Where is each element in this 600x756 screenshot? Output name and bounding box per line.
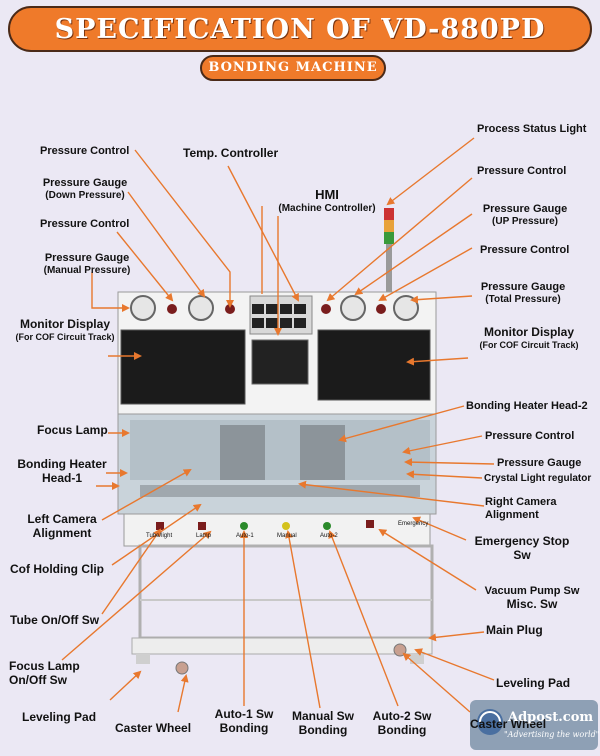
hmi-screen — [251, 339, 309, 385]
label-focus-lamp: Focus Lamp — [37, 423, 108, 437]
label-tube-switch: Tube On/Off Sw — [10, 613, 100, 627]
gauge-3 — [340, 295, 366, 321]
label-process-status-light: Process Status Light — [477, 123, 587, 135]
watermark-logo — [470, 700, 598, 750]
panel-label-manual: Manual — [277, 533, 297, 539]
right-monitor-screen — [317, 329, 431, 401]
label-pressure-gauge-manual-title: Pressure Gauge — [44, 252, 130, 264]
label-monitor-display-left: Monitor Display (For COF Circuit Track) — [6, 317, 124, 342]
label-pressure-control-1: Pressure Control — [40, 145, 130, 157]
label-caster-wheel-right: Caster Wheel — [470, 717, 547, 731]
label-hmi-sub: (Machine Controller) — [278, 202, 376, 214]
panel-label-emergency: Emergency — [398, 521, 429, 527]
subtitle-banner: BONDING MACHINE — [200, 55, 386, 81]
label-pressure-gauge-manual-sub: (Manual Pressure) — [43, 264, 131, 276]
label-vacuum-misc: Vacuum Pump Sw Misc. Sw — [477, 585, 587, 611]
label-misc-sw: Misc. Sw — [506, 596, 558, 611]
label-left-camera-alignment: Left Camera Alignment — [27, 512, 97, 540]
label-bonding-heater-head-2: Bonding Heater Head-2 — [466, 400, 588, 412]
label-pressure-gauge-up-title: Pressure Gauge — [482, 203, 568, 215]
label-manual-bonding: Manual Sw Bonding — [291, 709, 354, 737]
label-auto1-bonding: Auto-1 Sw Bonding — [214, 707, 274, 735]
label-cof-holding-clip: Cof Holding Clip — [10, 562, 104, 576]
label-pressure-gauge-up-sub: (UP Pressure) — [492, 215, 558, 227]
machine-body — [117, 208, 437, 675]
label-bonding-heater-head-1: Bonding Heater Head-1 — [17, 457, 107, 485]
label-hmi-title: HMI — [315, 187, 339, 202]
label-pressure-gauge-total-title: Pressure Gauge — [480, 281, 566, 293]
label-pressure-gauge-total-sub: (Total Pressure) — [485, 293, 561, 305]
watermark-name: Adpost.com — [508, 710, 594, 725]
gauge-2 — [188, 295, 214, 321]
label-pressure-control-r1: Pressure Control — [477, 165, 567, 177]
watermark-tagline: "Advertising the world" — [504, 730, 600, 739]
page-subtitle: BONDING MACHINE — [208, 60, 378, 75]
panel-label-auto1: Auto-1 — [236, 533, 254, 539]
label-pressure-control-2: Pressure Control — [40, 218, 130, 230]
label-pressure-gauge-manual: Pressure Gauge (Manual Pressure) — [40, 252, 134, 276]
label-monitor-display-left-title: Monitor Display — [19, 317, 110, 331]
panel-label-tube: Tube/light — [146, 533, 173, 539]
label-monitor-display-left-sub: (For COF Circuit Track) — [15, 331, 115, 342]
label-focus-lamp-switch: Focus Lamp On/Off Sw — [9, 659, 80, 687]
label-auto2-bonding: Auto-2 Sw Bonding — [372, 709, 432, 737]
label-monitor-display-right-title: Monitor Display — [483, 325, 574, 339]
panel-label-auto2: Auto-2 — [320, 533, 338, 539]
page-title: SPECIFICATION OF VD-880PD — [54, 14, 546, 45]
label-pressure-gauge-down-title: Pressure Gauge — [42, 177, 128, 189]
label-emergency-stop: Emergency Stop Sw — [474, 534, 570, 562]
label-pressure-gauge-down-sub: (Down Pressure) — [45, 189, 125, 201]
label-leveling-pad-right: Leveling Pad — [496, 676, 571, 690]
callout-arrows — [61, 137, 495, 713]
gauge-1 — [130, 295, 156, 321]
panel-label-lamp: Lamp — [196, 533, 212, 539]
label-monitor-display-right: Monitor Display (For COF Circuit Track) — [470, 325, 588, 350]
label-pressure-gauge-total: Pressure Gauge (Total Pressure) — [474, 281, 572, 305]
label-hmi: HMI (Machine Controller) — [272, 187, 382, 214]
label-caster-wheel-left: Caster Wheel — [115, 721, 192, 735]
label-pressure-control-r2: Pressure Control — [480, 244, 570, 256]
title-banner: SPECIFICATION OF VD-880PD — [8, 6, 592, 52]
label-pressure-control-r3: Pressure Control — [485, 430, 575, 442]
label-right-camera-alignment: Right Camera Alignment — [485, 496, 557, 521]
label-crystal-light-regulator: Crystal Light regulator — [484, 473, 592, 484]
label-main-plug: Main Plug — [486, 623, 543, 637]
label-pressure-gauge-r: Pressure Gauge — [497, 457, 582, 469]
label-pressure-gauge-down: Pressure Gauge (Down Pressure) — [40, 177, 130, 201]
label-temp-controller: Temp. Controller — [183, 146, 279, 160]
left-monitor-screen — [120, 329, 246, 405]
label-pressure-gauge-up: Pressure Gauge (UP Pressure) — [476, 203, 574, 227]
label-vacuum-pump: Vacuum Pump Sw — [484, 585, 580, 597]
label-leveling-pad-left: Leveling Pad — [22, 710, 97, 724]
label-monitor-display-right-sub: (For COF Circuit Track) — [479, 339, 579, 350]
